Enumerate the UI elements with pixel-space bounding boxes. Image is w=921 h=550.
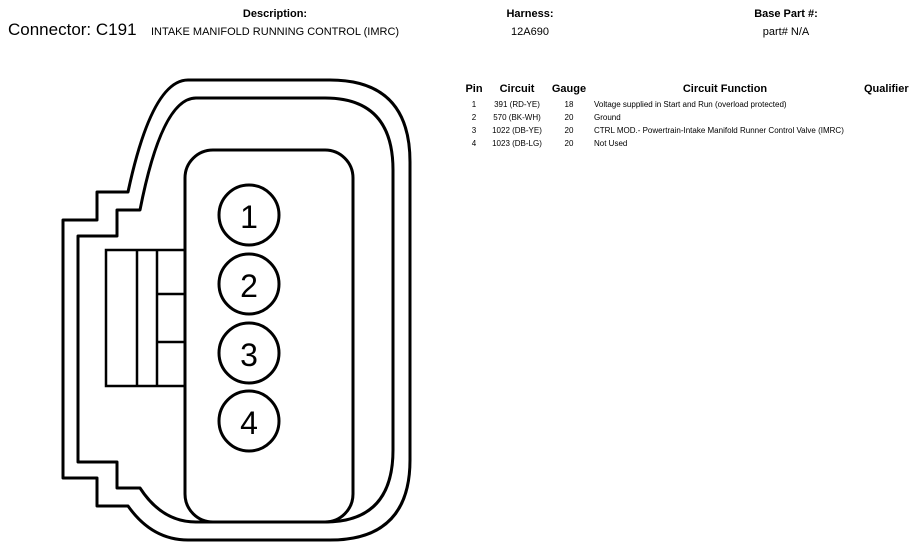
table-row: 3 1022 (DB-YE) 20 CTRL MOD.- Powertrain-… — [462, 125, 918, 138]
circuit-cell: 570 (BK-WH) — [493, 113, 541, 122]
pin-4-marker — [217, 389, 281, 453]
gauge-cell: 18 — [564, 100, 574, 109]
pin-2-label: 2 — [240, 268, 258, 304]
harness-title: Harness: — [506, 8, 554, 20]
circuit-cell: 1023 (DB-LG) — [492, 139, 542, 148]
table-row: 4 1023 (DB-LG) 20 Not Used — [462, 138, 918, 151]
pin-3-marker — [217, 321, 281, 385]
description-value: INTAKE MANIFOLD RUNNING CONTROL (IMRC) — [150, 26, 400, 38]
locking-latch — [104, 248, 187, 388]
circuit-cell: 391 (RD-YE) — [494, 100, 540, 109]
pin-cell: 3 — [471, 126, 477, 135]
connector-label: Connector: C191 — [8, 20, 137, 39]
circuit-cell: 1022 (DB-YE) — [492, 126, 542, 135]
pin-cavity — [183, 148, 355, 524]
connector-inner-outline — [76, 96, 395, 524]
pin-3-label: 3 — [240, 337, 258, 373]
function-cell: Voltage supplied in Start and Run (overl… — [594, 100, 787, 109]
qualifier-cell — [860, 112, 918, 125]
pin-column-header: Pin — [465, 83, 483, 95]
harness-value: 12A690 — [511, 26, 549, 38]
pin-cell: 1 — [471, 100, 477, 109]
pin-cell: 2 — [471, 113, 477, 122]
pin-4-label: 4 — [240, 405, 258, 441]
table-row: 1 391 (RD-YE) 18 Voltage supplied in Sta… — [462, 99, 918, 112]
pin-1-label: 1 — [240, 199, 258, 235]
connector-housing-outline — [61, 78, 412, 542]
base-part-value: part# N/A — [762, 26, 810, 38]
qualifier-cell — [860, 99, 918, 112]
table-row: 2 570 (BK-WH) 20 Ground — [462, 112, 918, 125]
base-part-title: Base Part #: — [754, 8, 818, 20]
pin-table: Pin Circuit Gauge Circuit Function Quali… — [462, 82, 918, 151]
gauge-cell: 20 — [564, 126, 574, 135]
connector-face-diagram: 1 2 3 4 — [61, 78, 412, 542]
gauge-column-header: Gauge — [551, 83, 587, 95]
pin-1-marker — [217, 183, 281, 247]
pin-table-header-row: Pin Circuit Gauge Circuit Function Quali… — [462, 82, 918, 99]
qualifier-cell — [860, 138, 918, 151]
qualifier-column-header: Qualifier — [864, 83, 909, 95]
function-cell: Ground — [594, 113, 621, 122]
function-cell: CTRL MOD.- Powertrain-Intake Manifold Ru… — [594, 126, 844, 135]
pin-2-marker — [217, 252, 281, 316]
gauge-cell: 20 — [564, 113, 574, 122]
function-cell: Not Used — [594, 139, 628, 148]
circuit-column-header: Circuit — [499, 83, 535, 95]
pin-cell: 4 — [471, 139, 477, 148]
function-column-header: Circuit Function — [682, 83, 768, 95]
qualifier-cell — [860, 125, 918, 138]
gauge-cell: 20 — [564, 139, 574, 148]
description-title: Description: — [242, 8, 308, 20]
